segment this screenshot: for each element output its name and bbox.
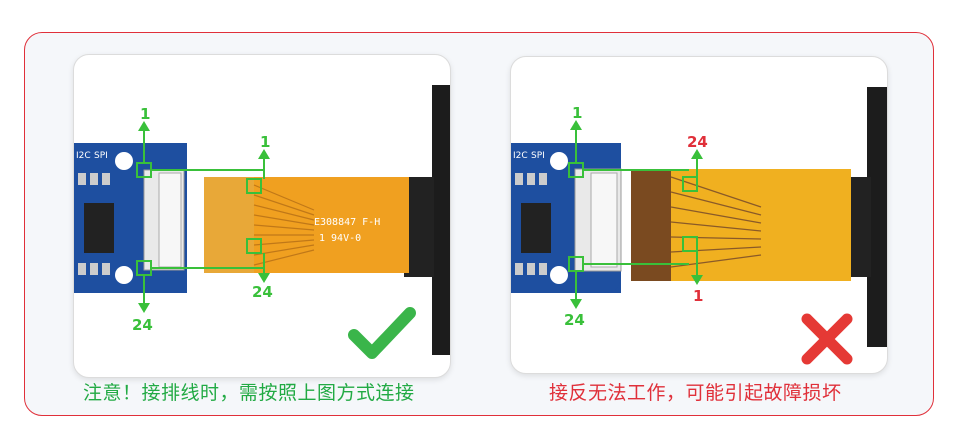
fpc-contacts <box>631 169 671 281</box>
connector-pin-1-label: 1 <box>140 105 150 123</box>
reversed-connection-panel: I2C SPI 1 24 24 1 <box>510 56 888 374</box>
connector-pin-24-label: 24 <box>564 311 585 329</box>
check-mark-icon <box>348 307 416 359</box>
display-module <box>867 87 887 347</box>
cable-marking-1: E308847 F-H <box>314 217 380 228</box>
reversed-connection-illustration: I2C SPI 1 24 24 1 <box>511 87 887 365</box>
ic-chip <box>84 203 114 253</box>
reversed-connection-caption: 接反无法工作，可能引起故障损坏 <box>549 382 842 404</box>
cable-pin-1-label: 1 <box>260 133 270 151</box>
board-label-i2c: I2C <box>76 151 91 161</box>
mount-hole-bottom <box>550 266 568 284</box>
connector-latch <box>590 172 618 268</box>
cable-pin-24-label: 24 <box>687 133 708 151</box>
cross-mark-icon <box>801 313 853 365</box>
connector-pin-24-label: 24 <box>132 316 153 334</box>
cable-pin-1-label: 1 <box>693 287 703 305</box>
fpc-contacts <box>204 177 254 273</box>
cable-pin-24-label: 24 <box>252 283 273 301</box>
connector-latch <box>158 172 182 268</box>
board-label-spi: SPI <box>94 151 108 161</box>
connector-pin-1-label: 1 <box>572 104 582 122</box>
correct-connection-caption: 注意！接排线时，需按照上图方式连接 <box>83 382 415 404</box>
display-module <box>432 85 450 355</box>
board-label-spi: SPI <box>531 151 545 161</box>
correct-connection-illustration: E308847 F-H 1 94V-0 I2C SPI <box>74 85 450 359</box>
mount-hole-top <box>550 152 568 170</box>
mount-hole-top <box>115 152 133 170</box>
pin-guide-lines <box>136 128 265 307</box>
mount-hole-bottom <box>115 266 133 284</box>
board-label-i2c: I2C <box>513 151 528 161</box>
cable-marking-2: 1 94V-0 <box>319 233 361 244</box>
connector-guide-lines <box>568 127 698 303</box>
ic-chip <box>521 203 551 253</box>
correct-connection-panel: E308847 F-H 1 94V-0 I2C SPI <box>73 54 451 378</box>
